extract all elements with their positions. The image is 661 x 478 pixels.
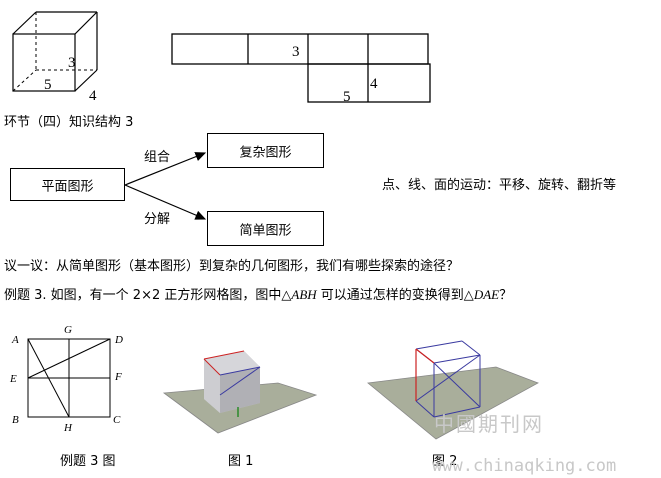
- motion-note: 点、线、面的运动：平移、旋转、翻折等: [382, 178, 617, 193]
- grid-label-e: E: [9, 373, 17, 385]
- grid-label-b: B: [12, 414, 19, 426]
- net-label-5: 5: [343, 89, 351, 105]
- concept-box-complex-shapes: 复杂图形: [207, 133, 324, 168]
- concept-arrows: [124, 152, 207, 220]
- triangle-abh: ABH: [291, 287, 317, 302]
- arrow-combine: [124, 152, 207, 186]
- concept-box-simple-shapes: 简单图形: [207, 211, 324, 246]
- cube-label-4: 4: [89, 88, 97, 104]
- watermark-url: www.chinaqking.com: [432, 456, 617, 476]
- example-text: 例题 3. 如图，有一个 2×2 正方形网格图，图中△ABH 可以通过怎样的变换…: [4, 287, 512, 304]
- grid-label-a: A: [11, 334, 19, 346]
- example-text-before: 如图，有一个 2×2 正方形网格图，图中△: [46, 288, 292, 303]
- grid-label-c: C: [113, 414, 121, 426]
- figure-2-cube: [367, 340, 539, 440]
- cube-net-figure: 3 4 5: [171, 33, 431, 105]
- caption-figure-2: 图 2: [432, 454, 458, 469]
- figure-2-plane: [367, 366, 539, 440]
- edge-label-combine: 组合: [144, 150, 171, 165]
- grid-label-f: F: [114, 371, 122, 383]
- caption-figure-1: 图 1: [228, 454, 254, 469]
- concept-box-simple-shapes-label: 简单图形: [239, 223, 292, 238]
- discussion-text: 议一议：从简单图形（基本图形）到复杂的几何图形，我们有哪些探索的途径？: [4, 259, 460, 274]
- edge-label-decompose: 分解: [144, 212, 171, 227]
- figure-1-cube: [162, 350, 318, 434]
- net-label-3: 3: [292, 44, 300, 60]
- arrow-decompose: [124, 184, 207, 220]
- concept-box-complex-shapes-label: 复杂图形: [239, 145, 292, 160]
- example-text-middle: 可以通过怎样的变换得到△: [316, 288, 474, 303]
- caption-example-3: 例题 3 图: [60, 454, 116, 469]
- concept-box-plane-shapes: 平面图形: [10, 168, 125, 201]
- cube-label-3: 3: [68, 55, 76, 71]
- net-label-4: 4: [370, 76, 378, 92]
- cube-label-5: 5: [44, 77, 52, 93]
- grid-label-h: H: [63, 422, 73, 434]
- example-grid-figure: A G D E F B H C: [9, 324, 123, 434]
- triangle-dae: DAE: [473, 287, 500, 302]
- section-title: 环节（四）知识结构 3: [4, 115, 134, 130]
- cube-figure: 3 5 4: [12, 11, 98, 104]
- example-label: 例题 3.: [4, 288, 47, 303]
- grid-label-d: D: [114, 334, 123, 346]
- example-text-after: ？: [499, 288, 513, 303]
- grid-label-g: G: [64, 324, 72, 336]
- watermark-cn: 中國期刊网: [434, 412, 544, 436]
- concept-box-plane-shapes-label: 平面图形: [41, 179, 94, 194]
